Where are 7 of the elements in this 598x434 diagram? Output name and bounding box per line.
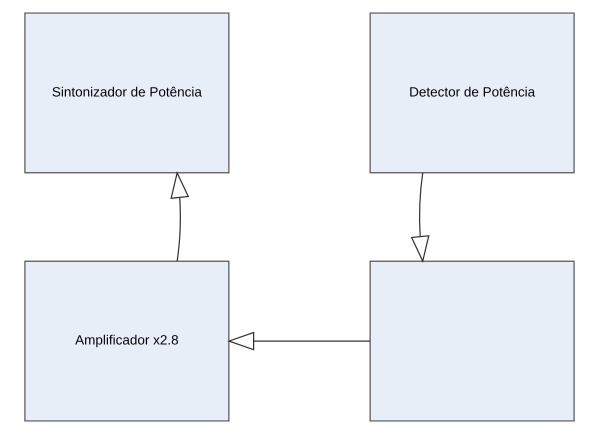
arrow (410, 172, 430, 263)
arrow (170, 171, 189, 262)
node-box: Detector de Potência (369, 12, 574, 174)
node-box (369, 260, 574, 422)
node-box: Amplificador x2.8 (24, 260, 229, 422)
arrow (226, 332, 370, 351)
node-box: Sintonizador de Potência (24, 12, 229, 174)
